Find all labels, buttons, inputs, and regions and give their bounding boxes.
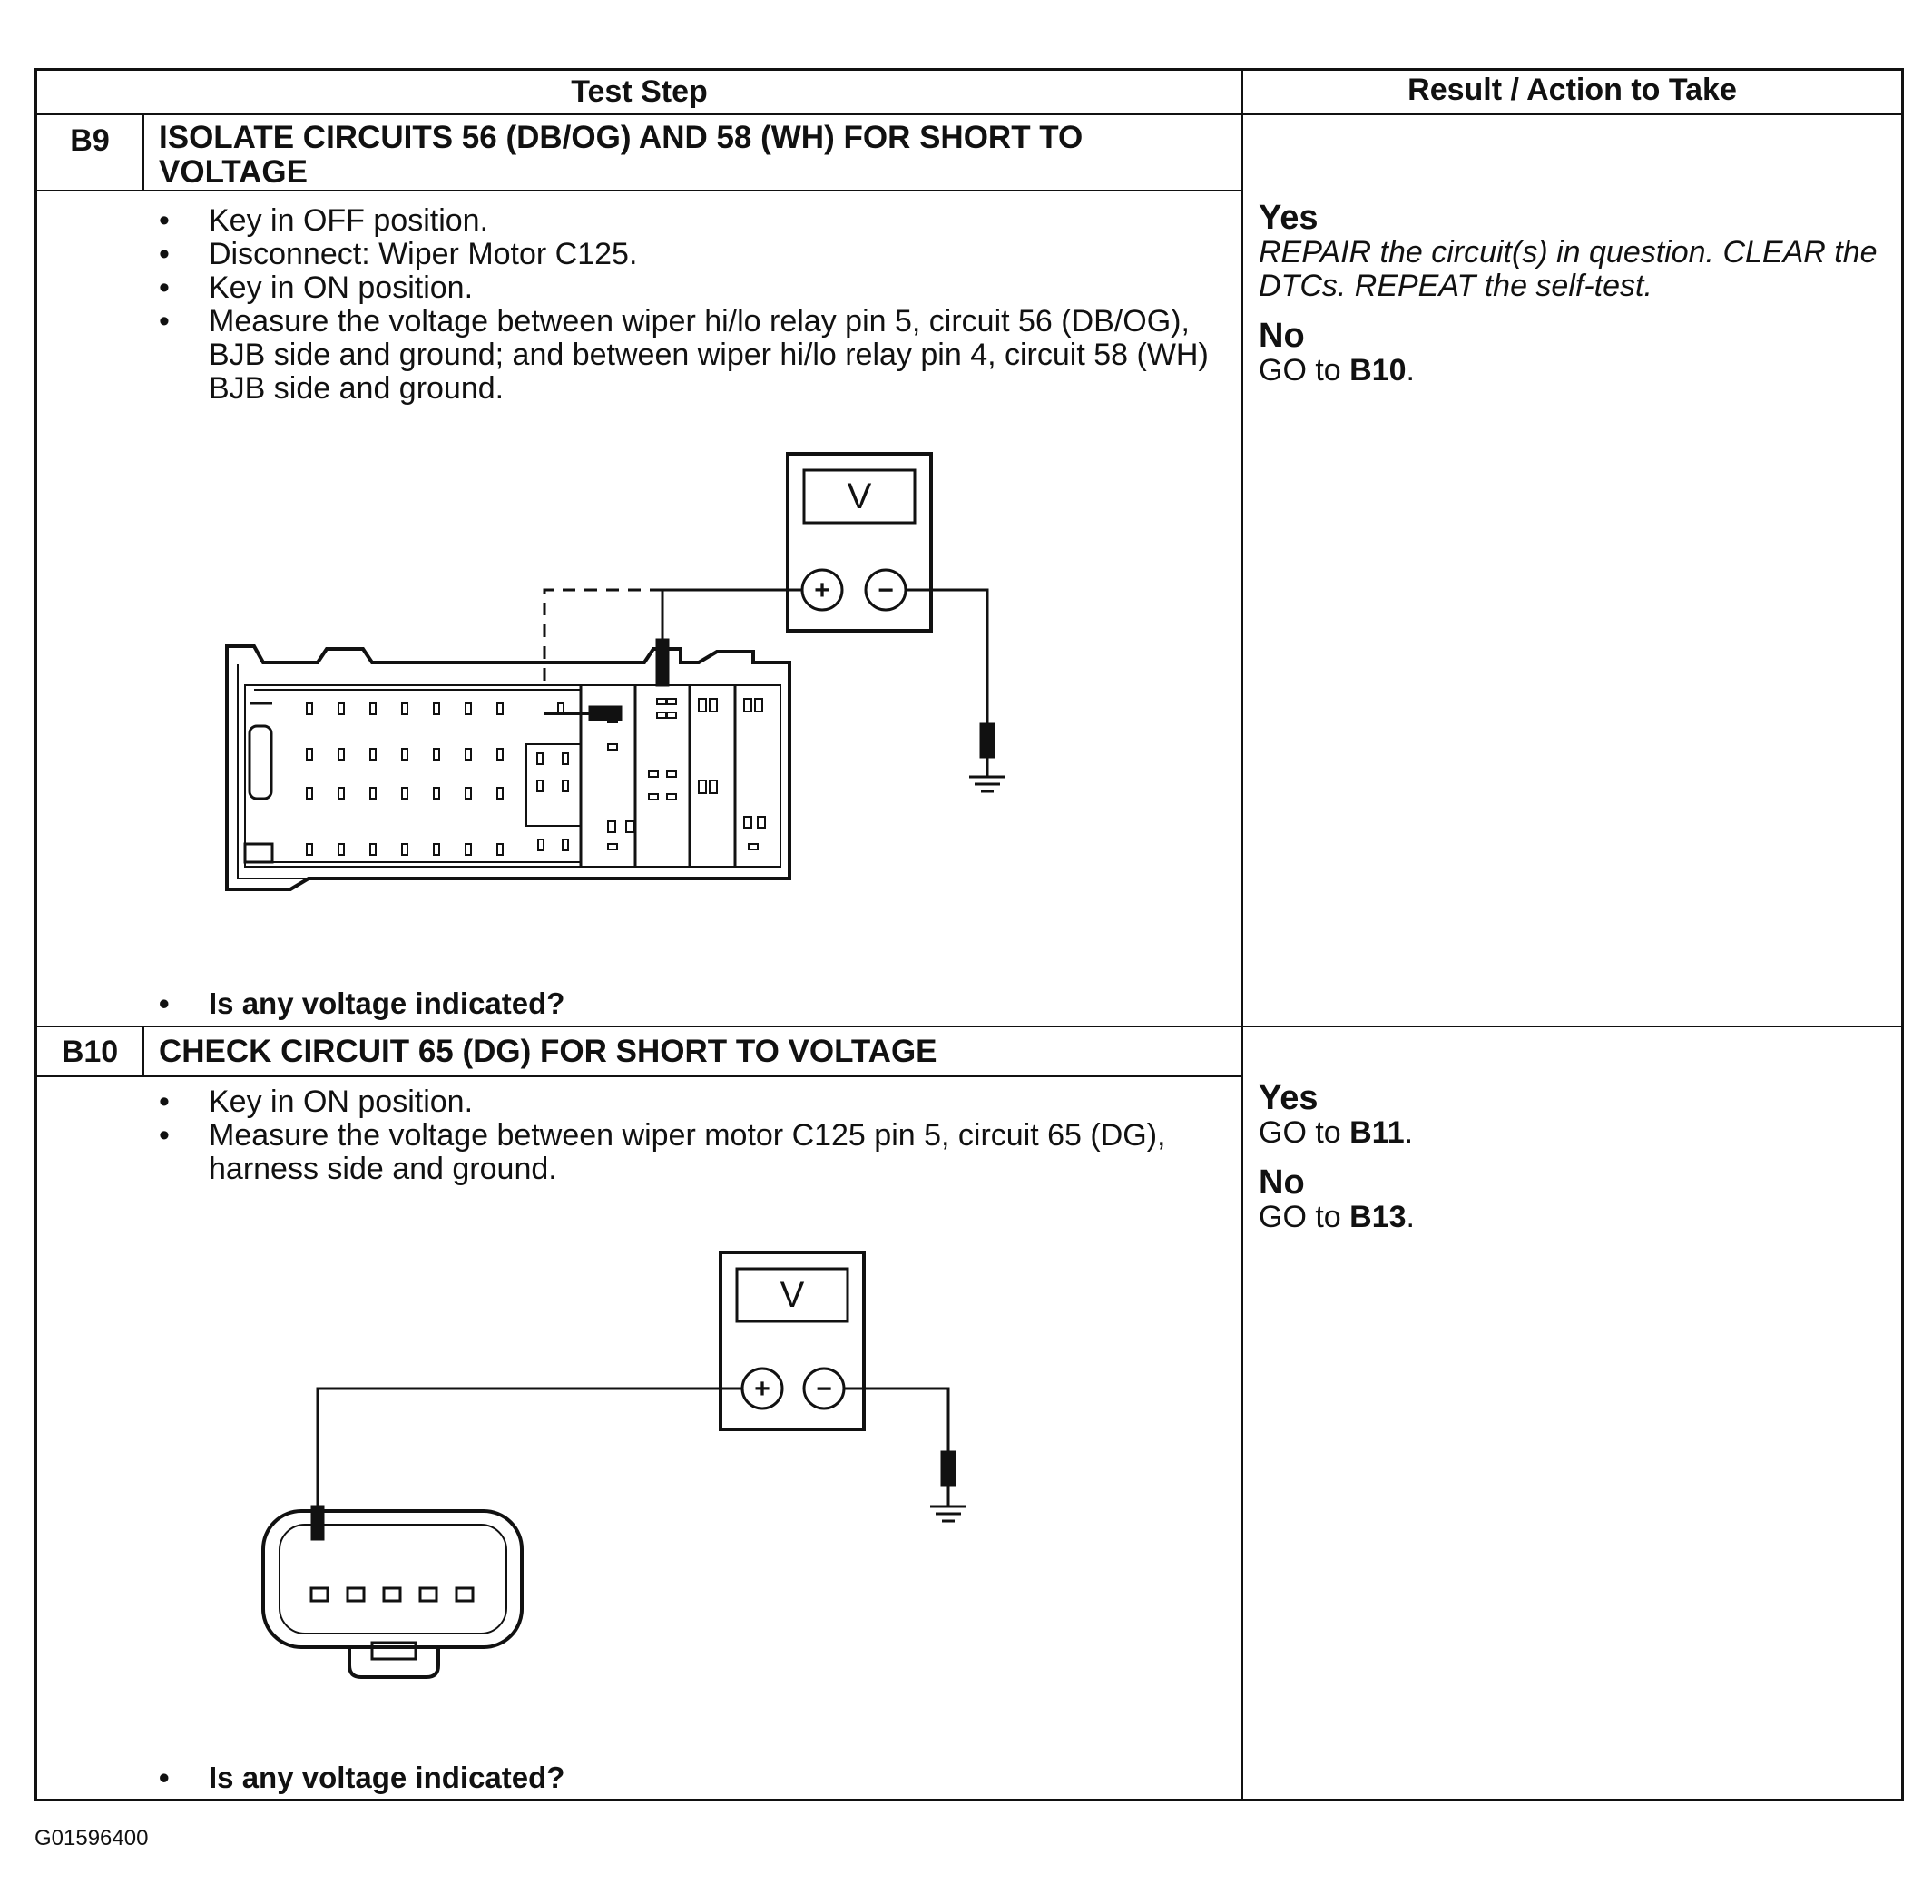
bjb-pin-row-3 xyxy=(306,787,504,800)
b9-bullet: Disconnect: Wiper Motor C125. xyxy=(159,238,1211,272)
positive-lead xyxy=(661,588,802,658)
b9-question: Is any voltage indicated? xyxy=(159,986,564,1021)
b9-no-action: GO to B10. xyxy=(1259,353,1415,388)
connector-probe xyxy=(310,1505,325,1541)
step-id-b10: B10 xyxy=(61,1035,119,1069)
b10-instructions: Key in ON position. Measure the voltage … xyxy=(159,1085,1211,1186)
b10-yes-action: GO to B11. xyxy=(1259,1115,1414,1150)
b10-yes-label: Yes xyxy=(1259,1079,1319,1117)
dashed-lead xyxy=(543,588,662,690)
column-divider xyxy=(1241,71,1243,1799)
b9-no-label: No xyxy=(1259,317,1305,355)
voltmeter-display xyxy=(802,468,917,525)
b9-bullet: Measure the voltage between wiper hi/lo … xyxy=(159,305,1211,406)
b9-yes-action: REPAIR the circuit(s) in question. CLEAR… xyxy=(1259,235,1878,303)
diagnostic-table: Test Step Result / Action to Take B9 ISO… xyxy=(34,68,1904,1801)
header-divider xyxy=(37,113,1901,115)
step-title-b9: ISOLATE CIRCUITS 56 (DB/OG) AND 58 (WH) … xyxy=(159,120,1084,190)
voltmeter-body xyxy=(719,1251,866,1431)
b10-no-action: GO to B13. xyxy=(1259,1200,1415,1234)
ground-lead xyxy=(906,588,989,724)
b10-bullet: Key in ON position. xyxy=(159,1085,1211,1120)
b9-yes-label: Yes xyxy=(1259,199,1319,237)
b10-results: Yes GO to B11. No GO to B13. xyxy=(1259,1080,1894,1249)
positive-lead xyxy=(316,1387,742,1507)
b9-bullet: Key in OFF position. xyxy=(159,204,1211,239)
relay-probe xyxy=(655,638,670,687)
step-id-b9: B9 xyxy=(70,123,110,158)
b10-title-divider xyxy=(37,1075,1241,1077)
step-title-b10: CHECK CIRCUIT 65 (DG) FOR SHORT TO VOLTA… xyxy=(159,1034,937,1069)
ground-lead xyxy=(844,1387,950,1452)
voltmeter-label: V xyxy=(780,1275,805,1315)
b10-bullet: Measure the voltage between wiper motor … xyxy=(159,1119,1211,1186)
connector-pins xyxy=(309,1586,475,1603)
b9-title-divider xyxy=(37,190,1241,191)
b10-connector-voltmeter-diagram: V + − xyxy=(261,1251,966,1679)
voltmeter-plus-sign: + xyxy=(754,1374,770,1404)
voltmeter-body xyxy=(786,452,933,633)
b10-no-label: No xyxy=(1259,1163,1305,1202)
b9-bullet: Key in ON position. xyxy=(159,271,1211,306)
bjb-relay-pins xyxy=(536,698,766,850)
bjb-pin-row-2 xyxy=(306,748,504,761)
ground-probe xyxy=(979,722,995,759)
figure-id: G01596400 xyxy=(34,1826,149,1850)
b9-id-divider xyxy=(142,113,144,190)
bjb-pin-row-1 xyxy=(306,702,564,715)
ground-probe xyxy=(940,1450,956,1487)
bjb-pin-row-4 xyxy=(306,839,569,856)
voltmeter-label: V xyxy=(848,476,872,516)
header-test-step: Test Step xyxy=(571,74,708,109)
voltmeter-display xyxy=(735,1267,849,1323)
step-separator xyxy=(37,1026,1901,1027)
fuse-component xyxy=(248,724,273,800)
voltmeter-minus-sign: − xyxy=(878,575,894,605)
wiper-motor-connector xyxy=(261,1509,524,1649)
b9-results: Yes REPAIR the circuit(s) in question. C… xyxy=(1259,200,1894,402)
voltmeter-plus-sign: + xyxy=(814,575,830,605)
b10-question: Is any voltage indicated? xyxy=(159,1761,564,1795)
b9-bjb-voltmeter-diagram: V + − xyxy=(225,452,1005,891)
voltmeter-minus-sign: − xyxy=(816,1374,832,1404)
header-result-action: Result / Action to Take xyxy=(1407,73,1737,107)
b9-instructions: Key in OFF position. Disconnect: Wiper M… xyxy=(159,204,1211,406)
b10-id-divider xyxy=(142,1026,144,1075)
